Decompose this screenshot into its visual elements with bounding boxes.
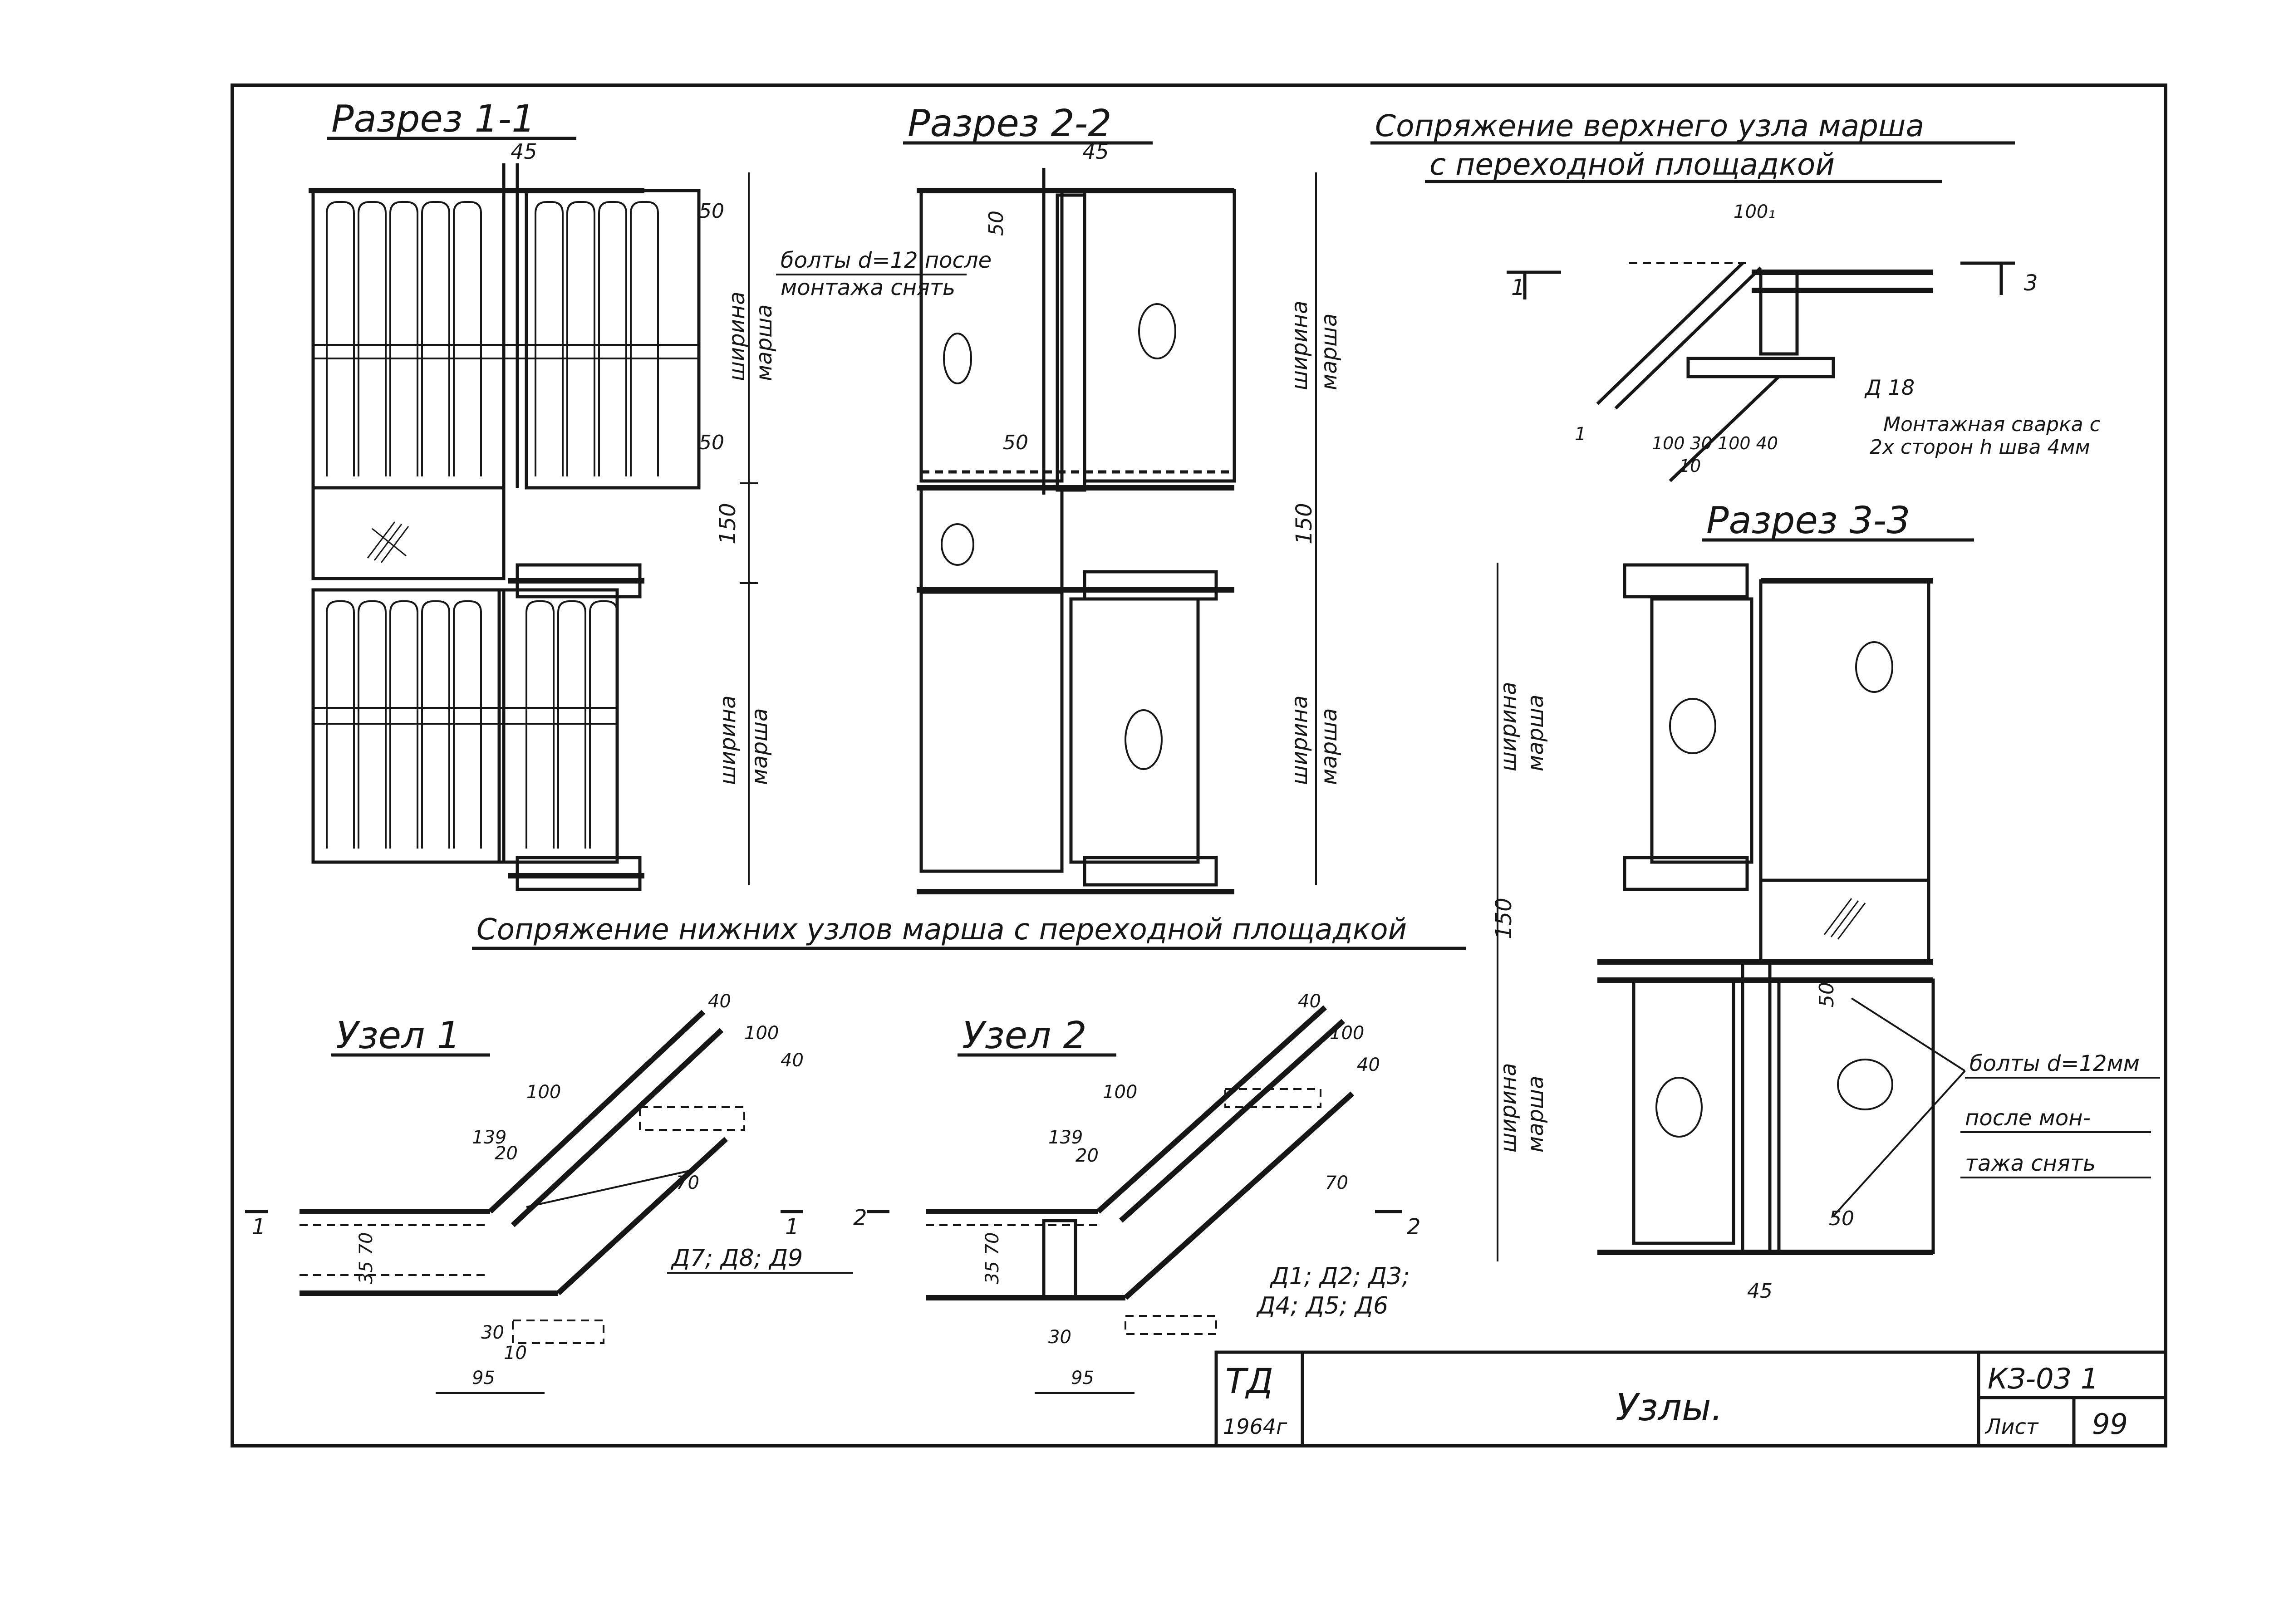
section-3-3-hatch bbox=[1823, 898, 1866, 940]
section-2-2: Разрез 2-2 50 50 45 150 ширина марша шир… bbox=[903, 102, 1342, 894]
svg-text:70: 70 bbox=[676, 1173, 699, 1193]
svg-text:20: 20 bbox=[1076, 1145, 1099, 1166]
svg-text:150: 150 bbox=[1292, 503, 1317, 545]
node-2-details-line1: Д1; Д2; Д3; bbox=[1270, 1263, 1410, 1290]
upper-joint-title-line1: Сопряжение верхнего узла марша bbox=[1375, 108, 1924, 143]
svg-text:40: 40 bbox=[781, 1050, 804, 1071]
svg-text:30: 30 bbox=[1048, 1327, 1071, 1348]
node-1: Узел 1 1 1 40 100 40 100 139 20 70 35 70… bbox=[245, 991, 853, 1394]
svg-text:Д 18: Д 18 bbox=[1864, 375, 1915, 400]
lower-joint-title: Сопряжение нижних узлов марша с переходн… bbox=[476, 913, 1407, 947]
upper-joint: Сопряжение верхнего узла марша с переход… bbox=[1370, 108, 2101, 482]
title-block-title: Узлы. bbox=[1616, 1386, 1723, 1429]
section-2-2-title: Разрез 2-2 bbox=[908, 102, 1111, 145]
svg-text:монтажа снять: монтажа снять bbox=[781, 275, 955, 300]
svg-text:100: 100 bbox=[744, 1023, 779, 1044]
svg-text:100: 100 bbox=[1330, 1023, 1364, 1044]
svg-text:1: 1 bbox=[785, 1214, 799, 1240]
node-2: Узел 2 2 2 40 100 40 100 139 20 70 35 70… bbox=[853, 991, 1421, 1394]
svg-text:40: 40 bbox=[708, 991, 731, 1012]
section-3-3: Разрез 3-3 ширина марша 150 ширина марша… bbox=[1491, 499, 2160, 1303]
svg-text:150: 150 bbox=[1491, 898, 1517, 939]
svg-text:марша: марша bbox=[1316, 314, 1342, 390]
svg-text:20: 20 bbox=[495, 1143, 518, 1164]
svg-text:ширина: ширина bbox=[715, 695, 741, 785]
node-2-details-line2: Д4; Д5; Д6 bbox=[1256, 1292, 1388, 1320]
svg-text:100: 100 bbox=[526, 1082, 561, 1103]
section-1-1: Разрез 1-1 bbox=[309, 98, 992, 891]
svg-text:марша: марша bbox=[747, 708, 772, 785]
svg-text:40: 40 bbox=[1298, 991, 1321, 1012]
section-1-1-title: Разрез 1-1 bbox=[331, 98, 535, 141]
svg-text:45: 45 bbox=[1747, 1280, 1773, 1303]
svg-text:150: 150 bbox=[715, 503, 741, 545]
svg-text:марша: марша bbox=[1316, 708, 1342, 785]
svg-text:3: 3 bbox=[2024, 270, 2038, 296]
svg-text:95: 95 bbox=[1071, 1368, 1094, 1388]
svg-text:100: 100 bbox=[1103, 1082, 1137, 1103]
svg-text:50: 50 bbox=[699, 431, 724, 454]
section-1-1-hatch bbox=[367, 521, 409, 563]
upper-joint-title-line2: с переходной площадкой bbox=[1429, 147, 1835, 182]
svg-text:50: 50 bbox=[985, 211, 1008, 236]
svg-text:139: 139 bbox=[472, 1127, 506, 1148]
svg-text:2: 2 bbox=[853, 1205, 867, 1231]
svg-text:100₁: 100₁ bbox=[1734, 201, 1775, 222]
svg-text:95: 95 bbox=[472, 1368, 495, 1388]
sheet-frame bbox=[231, 83, 2167, 1447]
svg-text:35 70: 35 70 bbox=[356, 1232, 377, 1284]
svg-text:тажа снять: тажа снять bbox=[1965, 1151, 2096, 1176]
bolts-note-right: болты d=12мм bbox=[1969, 1051, 2140, 1076]
svg-text:марша: марша bbox=[751, 304, 777, 381]
svg-text:35 70: 35 70 bbox=[982, 1232, 1003, 1284]
svg-text:10: 10 bbox=[1679, 456, 1701, 476]
svg-text:10: 10 bbox=[504, 1343, 527, 1364]
svg-text:марша: марша bbox=[1523, 1076, 1548, 1153]
svg-text:40: 40 bbox=[1357, 1055, 1380, 1075]
title-block-code: КЗ-03 1 bbox=[1988, 1362, 2098, 1395]
svg-text:после мон-: после мон- bbox=[1965, 1105, 2091, 1131]
bolts-note-top: болты d=12 после bbox=[781, 248, 992, 273]
svg-text:ширина: ширина bbox=[1496, 682, 1521, 771]
svg-text:ширина: ширина bbox=[724, 291, 750, 381]
svg-text:139: 139 bbox=[1048, 1127, 1083, 1148]
svg-text:2: 2 bbox=[1407, 1214, 1421, 1240]
svg-text:ширина: ширина bbox=[1496, 1063, 1521, 1153]
svg-text:50: 50 bbox=[1815, 982, 1838, 1007]
section-1-1-upper-steps bbox=[313, 201, 699, 476]
svg-text:1: 1 bbox=[252, 1214, 266, 1240]
weld-note: Монтажная сварка с bbox=[1883, 413, 2101, 436]
svg-text:1: 1 bbox=[1575, 424, 1586, 445]
svg-text:марша: марша bbox=[1523, 695, 1548, 771]
title-block-org: ТД bbox=[1225, 1361, 1273, 1401]
node-2-title: Узел 2 bbox=[962, 1014, 1087, 1057]
svg-text:30: 30 bbox=[481, 1322, 504, 1343]
svg-text:45: 45 bbox=[1082, 139, 1109, 164]
node-1-details: Д7; Д8; Д9 bbox=[671, 1245, 803, 1272]
svg-text:100 30 100 40: 100 30 100 40 bbox=[1652, 433, 1778, 453]
svg-text:ширина: ширина bbox=[1287, 695, 1312, 785]
section-3-3-title: Разрез 3-3 bbox=[1706, 499, 1910, 542]
svg-text:45: 45 bbox=[511, 139, 537, 164]
svg-text:50: 50 bbox=[699, 200, 724, 223]
svg-text:1: 1 bbox=[1511, 275, 1525, 300]
node-1-title: Узел 1 bbox=[336, 1014, 461, 1057]
title-block-sheet-number: 99 bbox=[2092, 1408, 2128, 1441]
svg-text:50: 50 bbox=[1003, 431, 1028, 454]
svg-text:2х сторон h шва 4мм: 2х сторон h шва 4мм bbox=[1870, 436, 2090, 459]
svg-text:50: 50 bbox=[1829, 1207, 1854, 1230]
section-1-1-lower-steps bbox=[313, 600, 618, 849]
svg-text:70: 70 bbox=[1325, 1173, 1348, 1193]
title-block: ТД 1964г Узлы. КЗ-03 1 Лист 99 bbox=[1214, 1350, 2167, 1447]
title-block-sheet-label: Лист bbox=[1984, 1414, 2039, 1439]
svg-text:ширина: ширина bbox=[1287, 300, 1312, 390]
title-block-year: 1964г bbox=[1223, 1414, 1287, 1439]
section-2-2-cut-mark bbox=[943, 333, 972, 384]
